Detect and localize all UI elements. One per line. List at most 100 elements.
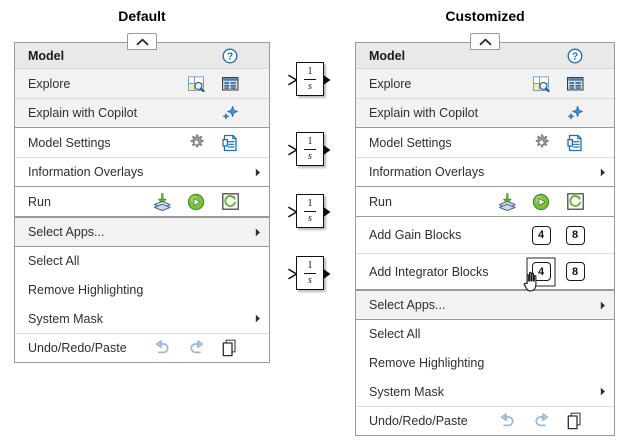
model-explorer-icon[interactable] [532,75,550,92]
menu-item-select-all[interactable]: Select All [356,319,614,348]
icon-slot[interactable] [558,76,592,91]
chevron-right-icon [247,314,261,323]
icon-slot[interactable] [524,413,558,429]
icon-slot[interactable] [213,105,247,122]
block-output-port[interactable] [323,143,333,155]
paste-clipboard-icon[interactable] [567,412,583,430]
number-key-label: 4 [531,262,551,281]
document-properties-icon[interactable] [567,134,583,152]
block-output-port[interactable] [323,205,333,217]
icon-slot[interactable] [213,339,247,357]
block-output-port[interactable] [323,267,333,279]
icon-slot[interactable] [524,75,558,92]
integrator-denominator: s [308,80,312,92]
redo-arrow-icon[interactable] [187,340,206,356]
undo-arrow-icon[interactable] [498,413,517,429]
table-view-icon[interactable] [566,76,584,91]
menu-item-undo-redo-paste[interactable]: Undo/Redo/Paste [356,406,614,435]
menu-item-run[interactable]: Run [356,187,614,216]
menu-item-run[interactable]: Run [15,187,269,216]
icon-slot[interactable] [490,413,524,429]
row-icons [490,412,592,430]
help-circle-icon[interactable]: ? [222,47,238,64]
key-slot: 8 [558,225,592,245]
icon-slot[interactable] [145,192,179,211]
copilot-sparkle-icon[interactable] [221,105,239,122]
menu-item-remove-highlighting[interactable]: Remove Highlighting [356,348,614,377]
icon-slot[interactable] [213,193,247,210]
menu-item-information-overlays[interactable]: Information Overlays [356,157,614,186]
icon-slot[interactable] [558,134,592,152]
menu-item-system-mask[interactable]: System Mask [15,304,269,333]
menu-item-model-settings[interactable]: Model Settings [356,128,614,157]
menu-item-label: Remove Highlighting [28,282,144,297]
help-circle-icon[interactable]: ? [567,47,583,64]
number-key-label: 8 [565,262,585,281]
paste-clipboard-icon[interactable] [222,339,238,357]
menu-item-model-settings[interactable]: Model Settings [15,128,269,157]
menu-item-select-apps[interactable]: Select Apps... [15,217,269,246]
icon-slot[interactable] [213,76,247,91]
default-menu-body: Model ? Explore Explain with Cop [14,43,270,362]
menu-item-label: Explore [28,76,71,91]
menu-item-explain-with-copilot[interactable]: Explain with Copilot [15,98,269,127]
icon-slot[interactable] [145,340,179,356]
icon-slot[interactable] [558,105,592,122]
icon-slot[interactable] [558,412,592,430]
icon-slot[interactable] [179,75,213,92]
menu-item-select-apps[interactable]: Select Apps... [356,290,614,319]
menu-item-select-all[interactable]: Select All [15,246,269,275]
page-title-default: Default [118,8,166,24]
gear-icon[interactable] [533,134,550,151]
collapse-panel-button-customized[interactable] [470,33,500,50]
block-output-port[interactable] [323,73,333,85]
menu-item-explain-with-copilot[interactable]: Explain with Copilot [356,98,614,127]
refresh-icon[interactable] [221,193,239,210]
help-button[interactable]: ? [558,47,592,64]
document-properties-icon[interactable] [222,134,238,152]
integrator-numerator: 1 [307,197,313,209]
gear-icon[interactable] [188,134,205,151]
menu-item-information-overlays[interactable]: Information Overlays [15,157,269,186]
number-key-button-4[interactable]: 4 [531,262,551,281]
update-diagram-icon[interactable] [498,192,517,211]
redo-arrow-icon[interactable] [532,413,551,429]
fraction-bar [304,148,316,150]
menu-group: Run [355,187,615,217]
icon-slot[interactable] [213,134,247,152]
run-play-icon[interactable] [532,193,550,211]
icon-slot[interactable] [524,193,558,211]
icon-slot[interactable] [179,134,213,151]
number-key-button-8[interactable]: 8 [565,262,585,281]
menu-item-remove-highlighting[interactable]: Remove Highlighting [15,275,269,304]
table-view-icon[interactable] [221,76,239,91]
model-explorer-icon[interactable] [187,75,205,92]
icon-slot[interactable] [558,193,592,210]
menu-item-explore[interactable]: Explore [15,69,269,98]
icon-slot[interactable] [179,340,213,356]
menu-item-explore[interactable]: Explore [356,69,614,98]
copilot-sparkle-icon[interactable] [566,105,584,122]
chevron-up-icon [479,38,492,46]
icon-slot[interactable] [490,192,524,211]
refresh-icon[interactable] [566,193,584,210]
undo-arrow-icon[interactable] [153,340,172,356]
number-key-button-4[interactable]: 4 [531,225,551,245]
run-play-icon[interactable] [187,193,205,211]
menu-item-system-mask[interactable]: System Mask [356,377,614,406]
menu-item-undo-redo-paste[interactable]: Undo/Redo/Paste [15,333,269,362]
icon-slot[interactable] [179,193,213,211]
icon-slot[interactable] [524,134,558,151]
collapse-panel-button-default[interactable] [127,33,157,50]
help-button[interactable]: ? [213,47,247,64]
number-key-button-8[interactable]: 8 [565,225,585,245]
update-diagram-icon[interactable] [153,192,172,211]
